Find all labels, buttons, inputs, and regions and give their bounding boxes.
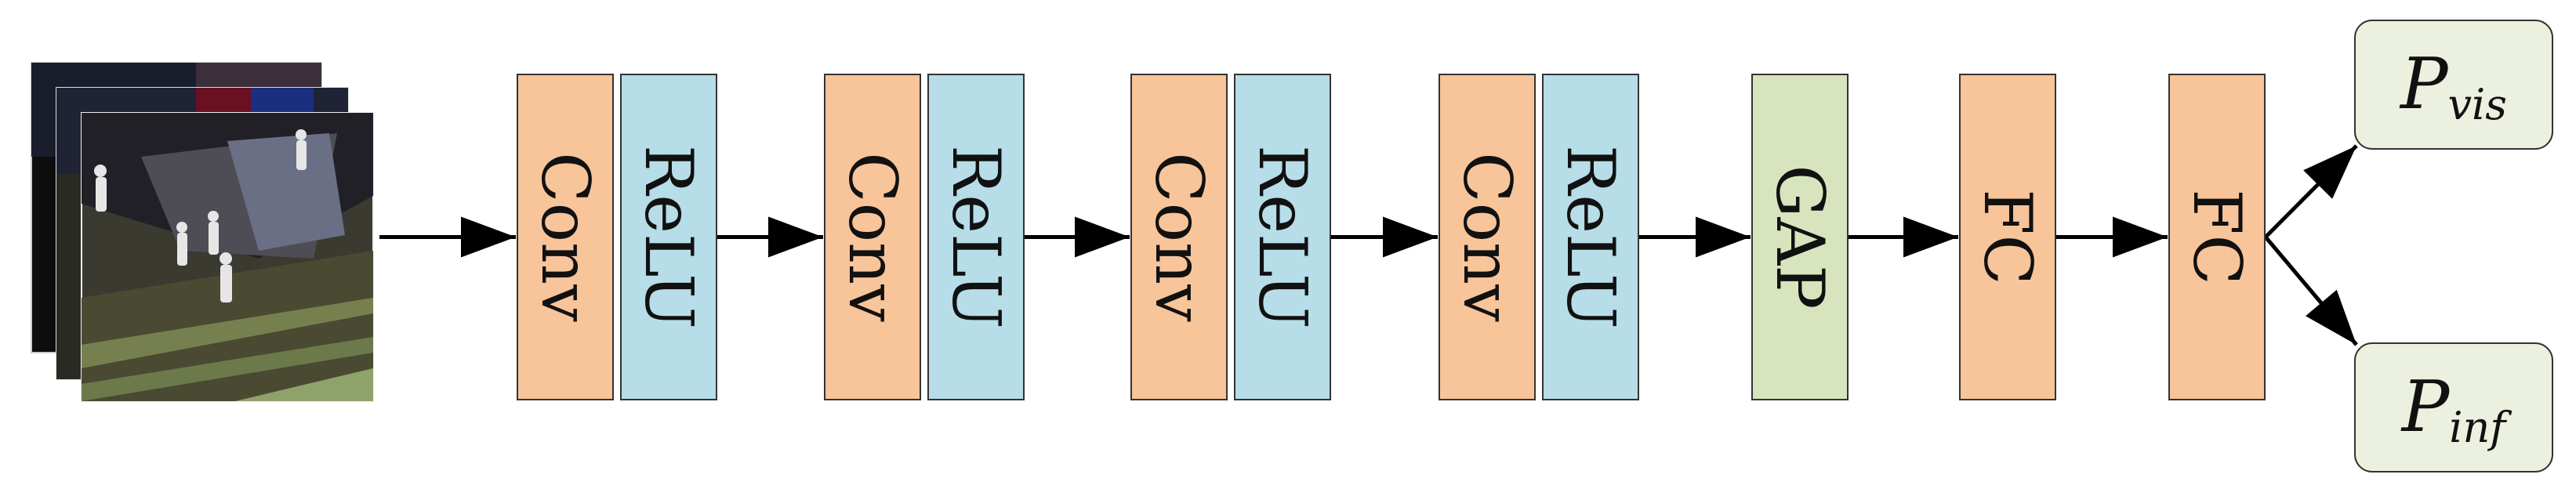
output-main-symbol: P [2400,366,2451,448]
output-subscript: inf [2449,403,2512,452]
arrow-fc-to-pvis [2264,144,2358,239]
layer-label: ReLU [1244,145,1321,329]
layer-block-relu-6: ReLU [1234,74,1331,400]
layer-block-fc-11: FC [2168,74,2266,400]
layer-label: Conv [527,152,604,322]
output-label: Pinf [2400,366,2513,452]
layer-block-relu-4: ReLU [927,74,1025,400]
layer-block-conv-3: Conv [824,74,921,400]
output-node-vis: Pvis [2354,20,2553,150]
output-subscript: vis [2448,80,2508,129]
output-node-inf: Pinf [2354,342,2553,472]
layer-block-fc-10: FC [1959,74,2056,400]
arrow-fc-to-pinf [2264,235,2358,346]
input-frame-stack [31,62,374,402]
layer-label: Conv [834,152,911,322]
input-frame-front [81,112,374,402]
layer-blocks: Conv ReLU Conv ReLU Conv ReLU Conv ReLU GAP FC FC [517,74,2266,400]
layer-block-conv-1: Conv [517,74,614,400]
layer-block-relu-8: ReLU [1542,74,1639,400]
layer-block-conv-5: Conv [1130,74,1228,400]
layer-label: ReLU [630,145,707,329]
output-label: Pvis [2399,43,2507,129]
layer-label: ReLU [1552,145,1629,329]
layer-label: FC [1969,189,2046,285]
output-main-symbol: P [2399,43,2449,125]
connection-arrows [379,144,2358,346]
layer-label: GAP [1761,165,1838,309]
layer-label: Conv [1141,152,1217,322]
layer-block-conv-7: Conv [1439,74,1536,400]
layer-label: FC [2179,189,2255,285]
layer-label: Conv [1449,152,1526,322]
layer-label: ReLU [938,145,1014,329]
layer-block-relu-2: ReLU [620,74,717,400]
layer-block-gap-9: GAP [1751,74,1849,400]
pedestrian-figures [94,129,307,302]
